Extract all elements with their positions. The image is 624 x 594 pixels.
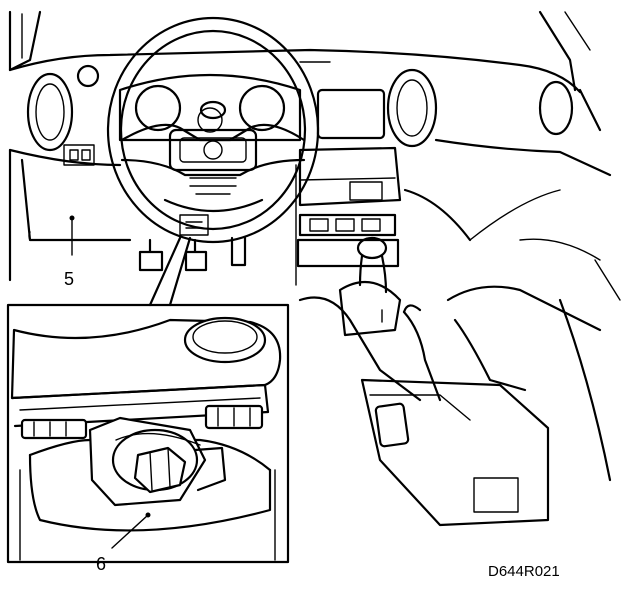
a-pillar-left bbox=[8, 10, 42, 72]
a-pillar-right bbox=[538, 10, 591, 92]
callout-label-5: 5 bbox=[64, 269, 74, 289]
center-stack bbox=[295, 88, 402, 286]
callout-label-6: 6 bbox=[96, 554, 106, 574]
right-air-vent bbox=[386, 68, 602, 148]
lower-dash-panel bbox=[20, 158, 132, 256]
center-console bbox=[298, 296, 550, 527]
passenger-dash bbox=[403, 138, 612, 242]
dashboard-top bbox=[8, 48, 582, 282]
figure-code: D644R021 bbox=[488, 563, 560, 580]
steering-column bbox=[179, 214, 209, 236]
left-air-vent bbox=[26, 64, 100, 152]
instrument-cluster bbox=[118, 73, 302, 142]
gear-lever bbox=[338, 236, 402, 337]
detail-inset bbox=[6, 303, 290, 564]
light-switch-panel bbox=[63, 144, 95, 166]
steering-wheel bbox=[106, 16, 320, 244]
detail-pointer bbox=[148, 236, 192, 307]
seats bbox=[446, 238, 621, 482]
pedals bbox=[138, 236, 247, 272]
